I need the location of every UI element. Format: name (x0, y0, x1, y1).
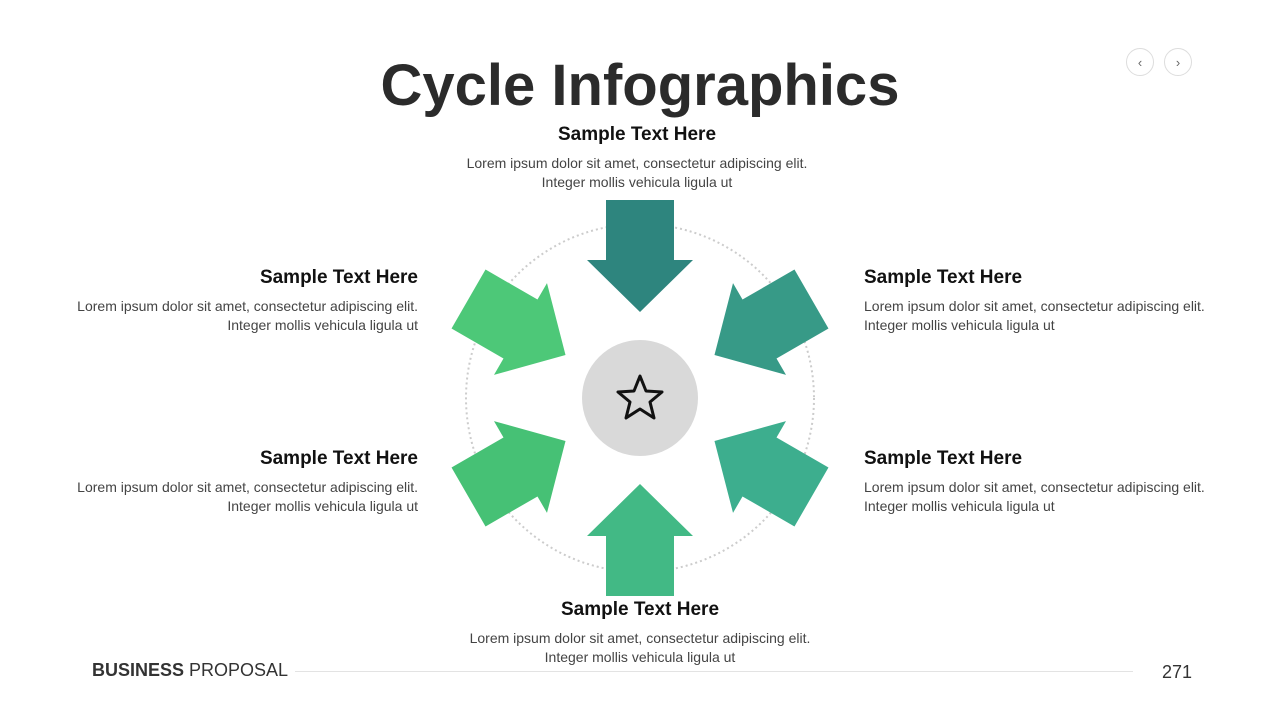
footer-brand: BUSINESS PROPOSAL (92, 660, 289, 680)
arrow-lower-right (714, 421, 829, 527)
page-number: 271 (1162, 662, 1193, 682)
star-icon (616, 374, 664, 420)
prev-button[interactable]: ‹ (1126, 48, 1154, 76)
dotted-ring (465, 223, 815, 573)
arrow-bottom (587, 484, 693, 596)
arrow-lower-left (451, 421, 566, 527)
next-button[interactable]: › (1164, 48, 1192, 76)
slide-title: Cycle Infographics (380, 53, 900, 118)
footer-divider (295, 671, 1133, 672)
arrow-upper-right (714, 269, 829, 375)
arrow-upper-left (451, 269, 566, 375)
arrow-top (587, 200, 693, 312)
center-circle (582, 340, 698, 456)
